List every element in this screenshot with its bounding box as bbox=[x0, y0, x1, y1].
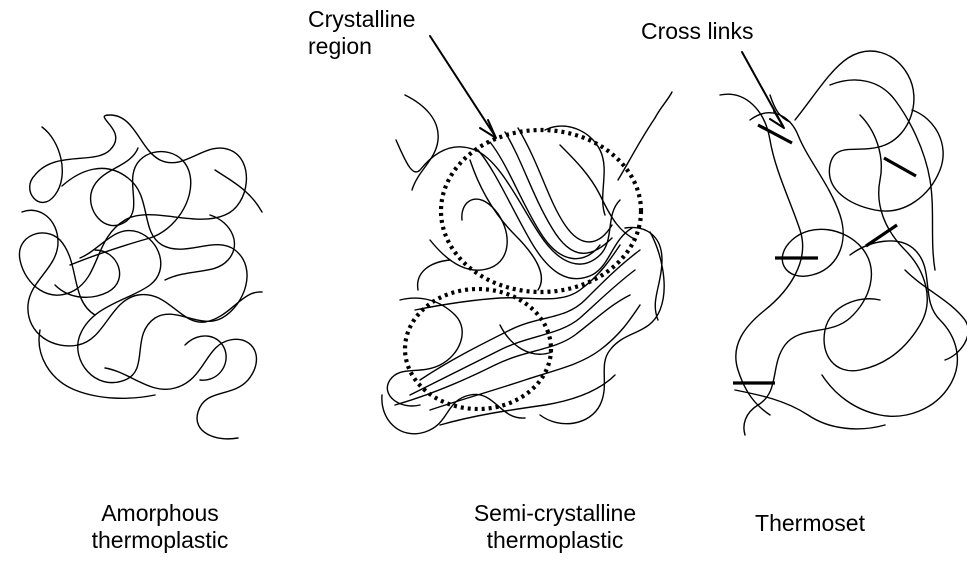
diagram-canvas bbox=[0, 0, 967, 440]
crystalline-region-circle-upper bbox=[441, 130, 641, 292]
amorphous-chains bbox=[19, 115, 262, 439]
crystalline-region-label: Crystalline region bbox=[308, 6, 415, 60]
cross-links-label: Cross links bbox=[641, 18, 753, 45]
amorphous-label-line-1: Amorphous bbox=[70, 500, 250, 527]
cross-links-arrow bbox=[742, 52, 784, 128]
crystalline-region-label-line-1: Crystalline bbox=[308, 6, 415, 33]
thermoset-chains bbox=[720, 51, 967, 435]
semi-crystalline-label-line-1: Semi-crystalline bbox=[445, 500, 665, 527]
semi-crystalline-label-line-2: thermoplastic bbox=[445, 527, 665, 554]
semi-crystalline-chains bbox=[382, 92, 672, 434]
amorphous-label-line-2: thermoplastic bbox=[70, 527, 250, 554]
crystalline-region-arrow bbox=[430, 36, 496, 138]
amorphous-thermoplastic-label: Amorphous thermoplastic bbox=[70, 500, 250, 554]
crystalline-region-label-line-2: region bbox=[308, 33, 415, 60]
semi-crystalline-thermoplastic-label: Semi-crystalline thermoplastic bbox=[445, 500, 665, 554]
thermoset-label: Thermoset bbox=[745, 510, 875, 537]
